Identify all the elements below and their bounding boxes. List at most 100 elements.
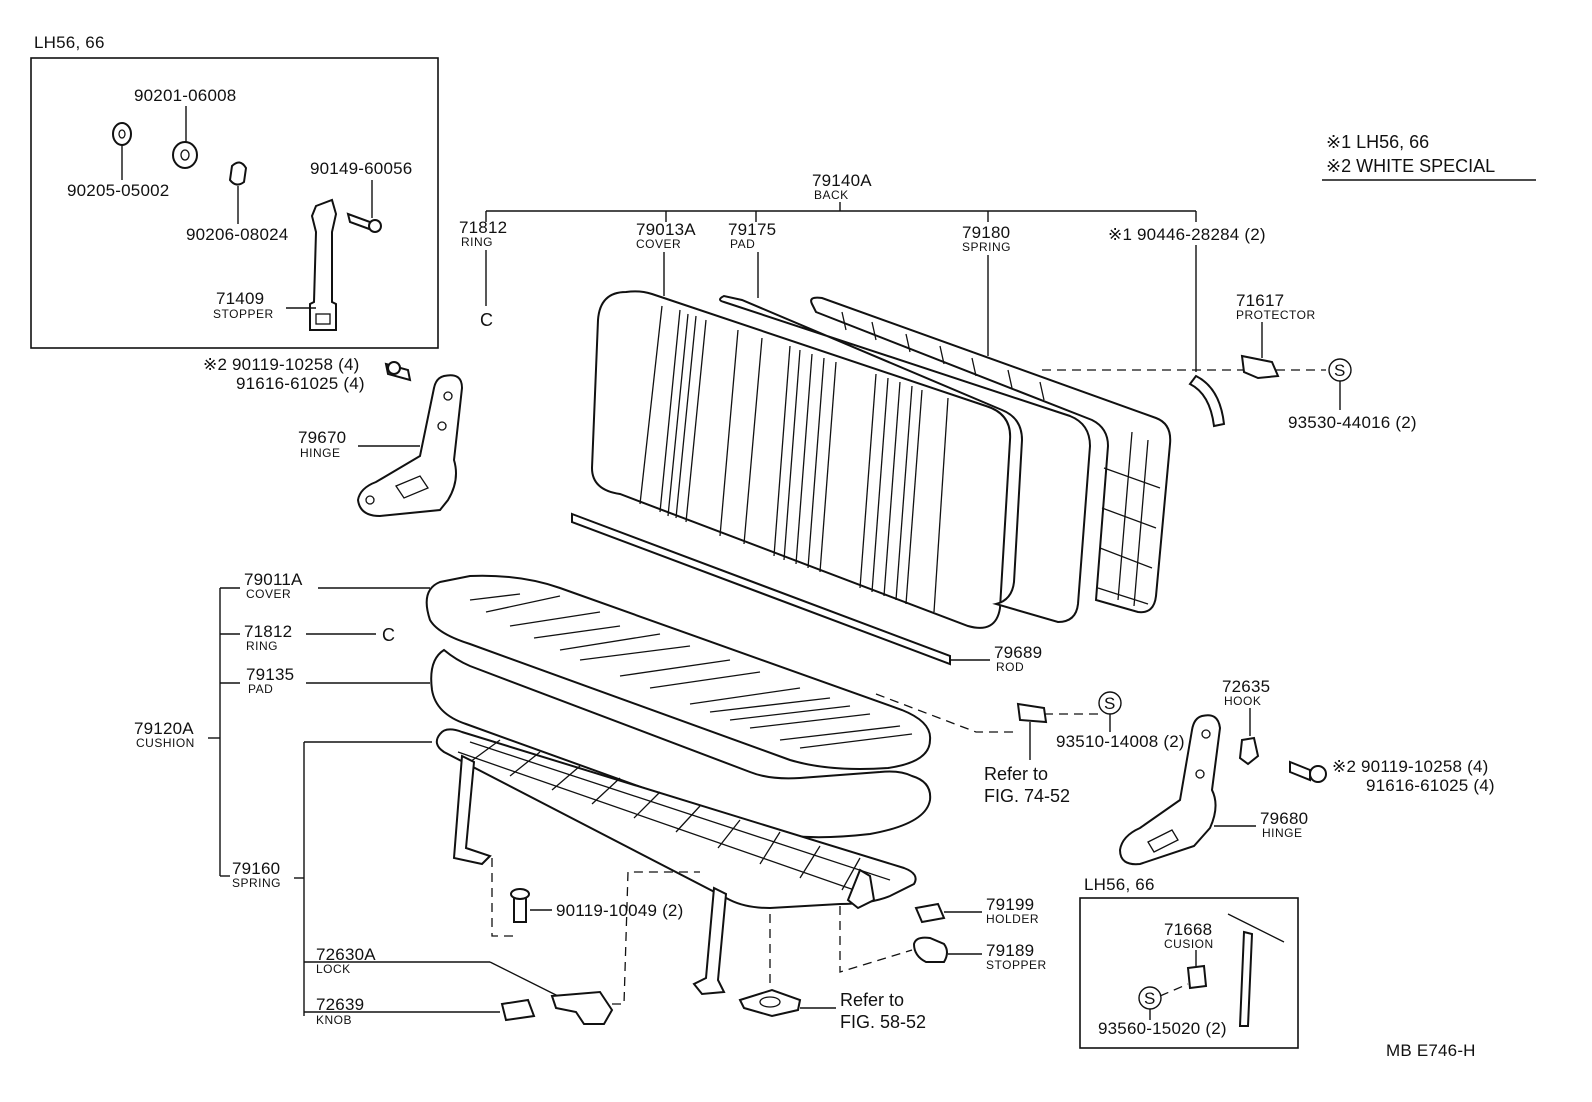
nut-hole-icon: [180, 149, 190, 161]
name-71668: CUSION: [1164, 937, 1214, 951]
inset-seat-outline: [1227, 913, 1285, 943]
hinge-hole: [1201, 729, 1211, 739]
cushion-cover-stripes: [469, 593, 913, 749]
label-72630A: 72630A: [316, 945, 376, 964]
label-90119-right: ※2 90119-10258 (4): [1332, 757, 1488, 776]
dashed-guide: [875, 693, 1016, 733]
hinge-slot: [1147, 829, 1179, 853]
label-90119-left: ※2 90119-10258 (4): [203, 355, 359, 374]
label-79180: 79180: [962, 223, 1010, 242]
cushion-bracket-icon: [846, 868, 876, 910]
cushion-pad-icon: [430, 648, 932, 839]
cushion-leg-icon: [692, 886, 728, 996]
label-79670: 79670: [298, 428, 346, 447]
legend-note-1: ※1 LH56, 66: [1326, 132, 1429, 152]
s-symbol-text: S: [1144, 989, 1156, 1008]
cushion-bolt-head-icon: [510, 888, 530, 900]
label-91616-right: 91616-61025 (4): [1366, 776, 1495, 795]
label-90205: 90205-05002: [67, 181, 169, 200]
knob-icon: [500, 998, 536, 1022]
name-79199: HOLDER: [986, 912, 1039, 926]
label-79140A: 79140A: [812, 171, 872, 190]
label-90119c: 90119-10049 (2): [556, 901, 683, 920]
label-79175: 79175: [728, 220, 776, 239]
name-79160: SPRING: [232, 876, 281, 890]
label-79135: 79135: [246, 665, 294, 684]
name-71617: PROTECTOR: [1236, 308, 1316, 322]
name-79013A: COVER: [636, 237, 681, 251]
hinge-hole: [365, 495, 375, 505]
leader-72630A: [489, 961, 567, 1001]
name-79011A: COVER: [246, 587, 291, 601]
label-71668: 71668: [1164, 920, 1212, 939]
dashed-guide: [1159, 983, 1189, 997]
name-79680: HINGE: [1262, 826, 1303, 840]
nut-icon: [172, 141, 198, 169]
name-72635: HOOK: [1224, 694, 1261, 708]
inset-top-box: [30, 57, 439, 349]
name-79120A: CUSHION: [136, 736, 195, 750]
label-90446: ※1 90446-28284 (2): [1108, 225, 1266, 244]
label-72635: 72635: [1222, 677, 1270, 696]
hook-icon: [1238, 736, 1260, 766]
inset-top-title: LH56, 66: [34, 33, 105, 52]
cushion-block-icon: [1186, 964, 1208, 990]
label-79689: 79689: [994, 643, 1042, 662]
label-79680: 79680: [1260, 809, 1308, 828]
hinge-hole: [443, 391, 453, 401]
label-79011A: 79011A: [244, 570, 303, 589]
bolt-head-icon: [1309, 765, 1327, 783]
label-79013A: 79013A: [636, 220, 696, 239]
stopper-slot: [315, 313, 331, 325]
back-pad-icon: [719, 294, 1092, 624]
screw-head-icon: [368, 219, 382, 233]
label-79160: 79160: [232, 859, 280, 878]
cushion-clip-icon: [1016, 702, 1048, 724]
left-hinge-icon: [356, 374, 464, 518]
holder-icon: [914, 902, 946, 924]
label-93510: 93510-14008 (2): [1056, 732, 1185, 751]
ref-7452-line1: Refer to: [984, 764, 1048, 784]
ref-7452-line2: FIG. 74-52: [984, 786, 1070, 806]
name-79189: STOPPER: [986, 958, 1047, 972]
name-72639: KNOB: [316, 1013, 352, 1027]
name-71812-top: RING: [461, 235, 493, 249]
label-90206: 90206-08024: [186, 225, 288, 244]
inset-seat-edge-icon: [1238, 930, 1254, 1027]
inset-bottom-title: LH56, 66: [1084, 875, 1155, 894]
hinge-slot: [395, 475, 429, 499]
stopper-icon: [912, 936, 948, 963]
back-cover-stripes: [639, 305, 949, 613]
label-93530: 93530-44016 (2): [1288, 413, 1417, 432]
name-79135: PAD: [248, 682, 273, 696]
s-symbol-text: S: [1104, 694, 1116, 713]
back-cover-icon: [590, 290, 1012, 629]
washer-hole-icon: [118, 129, 126, 139]
ref-5852-line1: Refer to: [840, 990, 904, 1010]
stopper-strap-icon: [309, 198, 338, 331]
name-79670: HINGE: [300, 446, 341, 460]
rod-icon: [571, 512, 951, 666]
right-hinge-icon: [1118, 714, 1222, 866]
legend-note-2: ※2 WHITE SPECIAL: [1326, 156, 1495, 176]
label-79199: 79199: [986, 895, 1034, 914]
label-79189: 79189: [986, 941, 1034, 960]
name-79180: SPRING: [962, 240, 1011, 254]
label-90149: 90149-60056: [310, 159, 412, 178]
back-spring-grid: [841, 311, 1161, 607]
name-71409: STOPPER: [213, 307, 274, 321]
bolt-icon: [1289, 760, 1311, 782]
label-72639: 72639: [316, 995, 364, 1014]
label-90201: 90201-06008: [134, 86, 236, 105]
bolt-head-icon: [387, 361, 401, 375]
washer-icon: [112, 122, 132, 146]
protector-icon: [1240, 354, 1280, 380]
name-71812-bottom: RING: [246, 639, 278, 653]
cushion-cover-icon: [425, 574, 932, 770]
dashed-guide: [491, 858, 518, 937]
name-79175: PAD: [730, 237, 755, 251]
label-71617: 71617: [1236, 291, 1284, 310]
label-71812-bottom: 71812: [244, 622, 292, 641]
